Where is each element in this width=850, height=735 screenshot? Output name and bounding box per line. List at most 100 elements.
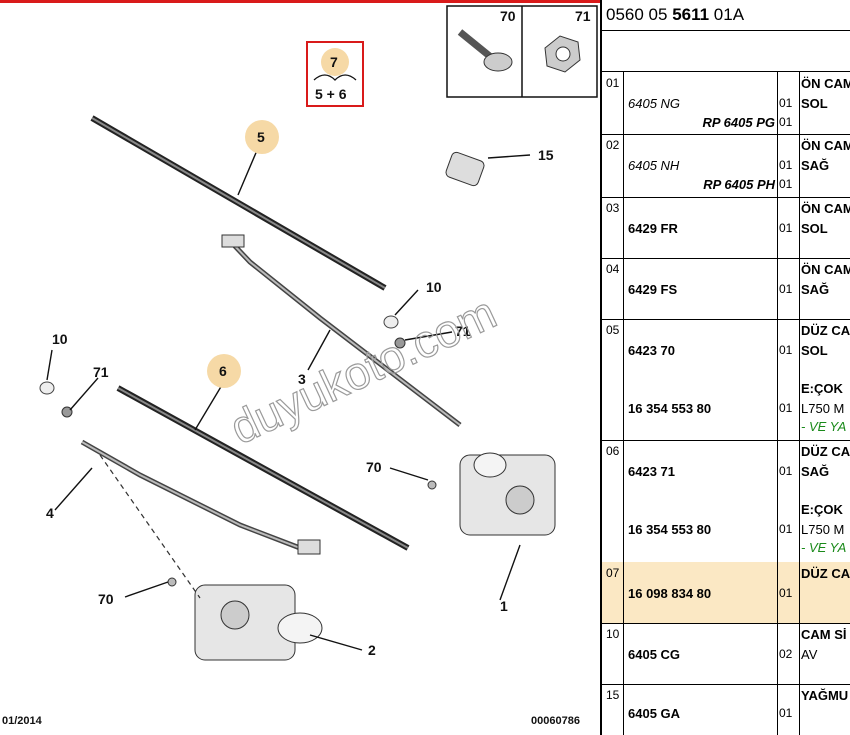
cap-10-a [383,315,399,329]
cap-10-b [39,381,55,395]
row-index: 07 [602,562,624,623]
inset-label-71: 71 [575,8,591,24]
callout-5: 5 [257,129,265,145]
wiper-exploded-diagram: 1 2 3 4 5 6 10 10 15 70 70 71 71 7 5 + 6… [39,5,598,661]
row-index: 06 [602,440,624,562]
row-index: 03 [602,197,624,258]
part-ref-alt: 16 354 553 80 [628,401,712,416]
callout-6: 6 [219,363,227,379]
row-index: 05 [602,319,624,440]
callout-4: 4 [46,505,54,521]
badge-sub: 5 + 6 [315,86,347,102]
nut-71-a [394,337,406,349]
top-red-bar [0,0,600,3]
desc-line: ÖN CAM [801,201,850,216]
qty: 01 [779,96,793,110]
parts-row-05[interactable]: 05 6423 70 16 354 553 80 01 01 DÜZ CAM S… [602,319,850,441]
part-ref: 16 098 834 80 [628,586,712,601]
desc-line: ÖN CAM [801,76,850,91]
inset-label-70: 70 [500,8,516,24]
wiper-motor-right [194,584,323,661]
desc-line: E:ÇOK [801,502,843,517]
part-ref: 6405 CG [628,647,681,662]
qty-alt: 01 [779,177,793,191]
watermark: duyukoto.com [222,286,504,454]
desc-note: - VE YA [801,540,847,555]
qty: 01 [779,586,793,600]
part-ref: 6429 FR [628,221,678,236]
qty-alt: 01 [779,522,793,536]
qty-alt: 01 [779,115,793,129]
desc-line: L750 M [801,401,845,416]
desc-line: SOL [801,343,828,358]
parts-row-15[interactable]: 15 6405 GA 01 YAĞMU [602,684,850,735]
desc-line: AV [801,647,818,662]
group-badge: 7 5 + 6 [306,41,364,107]
qty: 01 [779,464,793,478]
desc-line: L750 M [801,522,845,537]
parts-row-07[interactable]: 07 16 098 834 80 01 DÜZ CAM [602,562,850,624]
footer-date: 01/2014 [2,715,42,727]
desc-line: SAĞ [801,282,830,297]
row-index: 15 [602,684,624,735]
part-ref: 6405 NG [628,96,681,111]
qty: 01 [779,221,793,235]
qty: 01 [779,343,793,357]
parts-list-panel: 0560 05 5611 01A 01 6405 NG RP 6405 PG 0… [602,0,850,735]
part-ref: 6405 NH [628,158,680,173]
row-index: 04 [602,258,624,319]
callout-70-b: 70 [98,591,114,607]
callout-15: 15 [538,147,554,163]
callout-3: 3 [298,371,306,387]
desc-line: CAM Sİ [801,627,847,642]
desc-line: SOL [801,221,828,236]
wiper-arm-right [80,439,321,555]
reference-header: 0560 05 5611 01A [606,5,745,24]
callout-6-highlight [207,354,241,388]
callout-71-a: 71 [455,323,471,339]
qty-alt: 01 [779,401,793,415]
blank-header-row [602,30,850,72]
rain-sensor-15 [445,151,485,187]
callout-5-highlight [245,120,279,154]
desc-line: SOL [801,96,828,111]
row-index: 02 [602,134,624,197]
assembly-line [99,454,201,599]
wiper-blade-left [90,115,387,291]
callout-1: 1 [500,598,508,614]
badge-number: 7 [330,54,338,70]
part-ref-alt: 16 354 553 80 [628,522,712,537]
row-index: 01 [602,72,624,134]
qty: 02 [779,647,793,661]
inset-fasteners: 70 71 [446,5,598,98]
desc-line: E:ÇOK [801,381,843,396]
wiper-motor-left [459,452,556,536]
nut-71-icon [544,35,581,73]
desc-line: ÖN CAM [801,262,850,277]
footer-code: 00060786 [531,715,580,727]
desc-line: DÜZ CAM [801,444,850,459]
part-ref-alt: RP 6405 PH [703,177,775,192]
bolt-70-icon [457,29,513,72]
part-ref-alt: RP 6405 PG [702,115,775,130]
part-ref: 6405 GA [628,706,681,721]
panel-divider [600,0,602,735]
qty: 01 [779,158,793,172]
callout-70-a: 70 [366,459,382,475]
parts-row-10[interactable]: 10 6405 CG 02 CAM Sİ AV [602,623,850,685]
callout-10-a: 10 [426,279,442,295]
part-ref: 6423 70 [628,343,675,358]
parts-row-04[interactable]: 04 6429 FS 01 ÖN CAM SAĞ [602,258,850,320]
desc-line: DÜZ CAM [801,566,850,581]
nut-71-b [61,406,73,418]
parts-row-02[interactable]: 02 6405 NH RP 6405 PH 01 01 ÖN CAM SAĞ [602,134,850,198]
wiper-blade-right [116,385,410,551]
part-ref: 6429 FS [628,282,678,297]
callout-2: 2 [368,642,376,658]
parts-row-03[interactable]: 03 6429 FR 01 ÖN CAM SOL [602,197,850,259]
parts-row-06[interactable]: 06 6423 71 16 354 553 80 01 01 DÜZ CAM S… [602,440,850,563]
parts-row-01[interactable]: 01 6405 NG RP 6405 PG 01 01 ÖN CAM SOL [602,72,850,135]
desc-line: YAĞMU [801,688,849,703]
desc-line: SAĞ [801,158,830,173]
wiper-arm-left [221,234,462,427]
